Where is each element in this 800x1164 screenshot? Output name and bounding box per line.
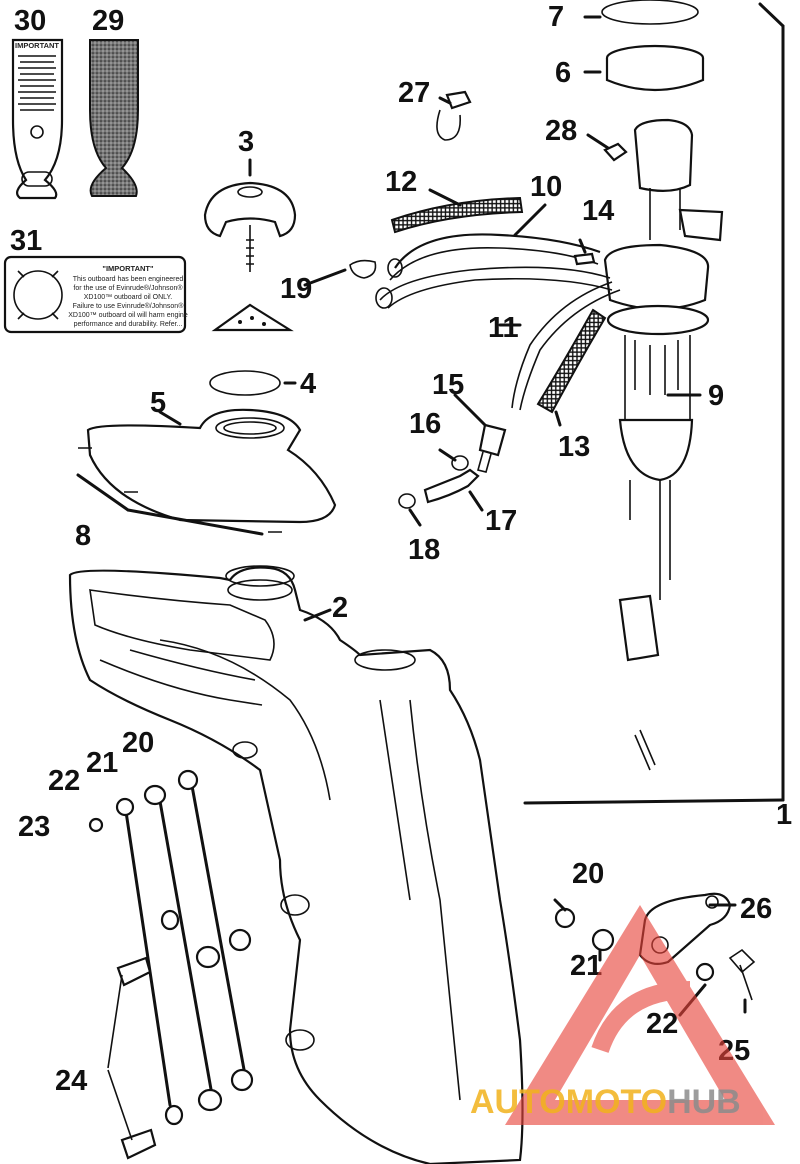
connector-15 — [477, 423, 507, 473]
sleeve-13 — [536, 308, 607, 414]
assembly-bracket-1 — [523, 2, 785, 805]
callout-labels: 1 2 3 4 5 6 7 8 9 10 11 12 13 14 15 16 1… — [10, 1, 792, 1097]
callout-24: 24 — [55, 1065, 87, 1097]
clamp-19 — [349, 259, 377, 279]
callout-9: 9 — [708, 380, 724, 412]
callout-5: 5 — [150, 387, 166, 419]
o-ring-4 — [209, 370, 281, 396]
callout-1: 1 — [776, 799, 792, 831]
callout-10: 10 — [530, 171, 562, 203]
callout-3: 3 — [238, 126, 254, 158]
decal31-heading: "IMPORTANT" — [102, 264, 154, 273]
callout-11: 11 — [488, 312, 519, 344]
callout-19: 19 — [280, 273, 312, 305]
callout-22-left: 22 — [48, 765, 80, 797]
fill-cap-3 — [203, 181, 297, 332]
decal31-line: XD100™ outboard oil will harm engine — [68, 312, 188, 319]
callout-2: 2 — [332, 592, 348, 624]
callout-16: 16 — [409, 408, 441, 440]
callout-23: 23 — [18, 811, 50, 843]
callout-21-left: 21 — [86, 747, 118, 779]
hose-10 — [375, 233, 613, 309]
elbow-17 — [423, 468, 480, 504]
callout-8: 8 — [75, 520, 91, 552]
callout-26: 26 — [740, 893, 772, 925]
ring-16 — [451, 455, 469, 471]
callout-6: 6 — [555, 57, 571, 89]
callout-31: 31 — [10, 225, 42, 257]
screws-8 — [76, 447, 282, 536]
callout-14: 14 — [582, 195, 614, 227]
callout-20-left: 20 — [122, 727, 154, 759]
callout-27: 27 — [398, 77, 430, 109]
mounting-plate-5 — [86, 408, 337, 524]
hose-11 — [511, 281, 621, 411]
decal31-line: performance and durability. Refer... — [74, 321, 183, 328]
pump-assembly-9 — [603, 118, 724, 771]
callout-30: 30 — [14, 5, 46, 37]
callout-13: 13 — [558, 431, 590, 463]
fastener-stack-left — [88, 769, 254, 1160]
callout-29: 29 — [92, 5, 124, 37]
callout-28: 28 — [545, 115, 577, 147]
decal30-heading: IMPORTANT — [15, 41, 59, 50]
callout-7: 7 — [548, 1, 564, 33]
watermark-text-part1: AUTOMOTO — [470, 1083, 667, 1121]
decal31-line: XD100™ outboard oil ONLY. — [84, 294, 173, 301]
callout-17: 17 — [485, 505, 517, 537]
oil-tank-2 — [68, 565, 524, 1164]
sleeve-12 — [390, 196, 524, 234]
callout-20-right: 20 — [572, 858, 604, 890]
ring-7 — [601, 0, 699, 25]
decal31-line: for the use of Evinrude®/Johnson® — [73, 284, 183, 292]
ring-6 — [605, 44, 705, 92]
callout-12: 12 — [385, 166, 417, 198]
nut-28 — [603, 142, 628, 162]
callout-15: 15 — [432, 369, 464, 401]
decal31-line: Failure to use Evinrude®/Johnson® — [73, 302, 185, 310]
decal-31: "IMPORTANT" This outboard has been engin… — [3, 255, 188, 334]
decal31-line: This outboard has been engineered — [73, 276, 184, 283]
callout-4: 4 — [300, 368, 316, 400]
watermark-text: AUTOMOTOHUB — [470, 1083, 741, 1121]
watermark-text-part2: HUB — [667, 1083, 741, 1121]
decal-29 — [89, 39, 139, 197]
watermark-triangle — [505, 905, 775, 1125]
screw-14 — [573, 252, 596, 266]
watermark-logo — [505, 905, 775, 1125]
decal-30: IMPORTANT — [11, 38, 64, 200]
callout-22-right: 22 — [646, 1008, 678, 1040]
callout-18: 18 — [408, 534, 440, 566]
ring-18 — [398, 493, 416, 509]
